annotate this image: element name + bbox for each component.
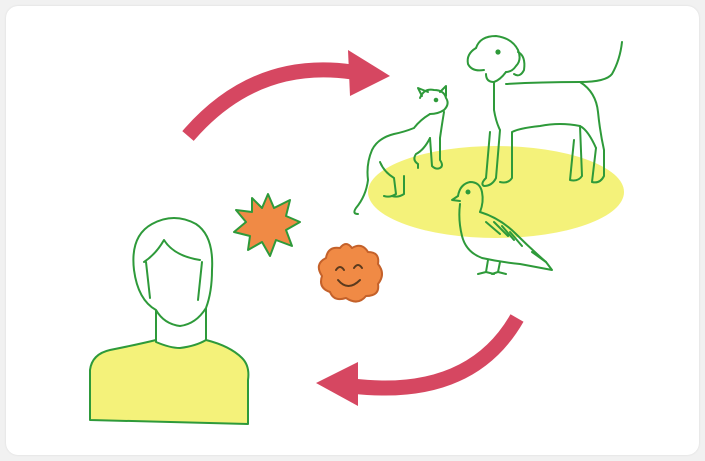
person-icon bbox=[90, 218, 248, 424]
person-torso bbox=[90, 340, 248, 424]
arrow-top-icon bbox=[188, 50, 390, 136]
spiky-germ-icon bbox=[234, 194, 300, 256]
arrow-bottom-icon bbox=[316, 318, 517, 406]
smiling-germ-icon bbox=[319, 244, 382, 302]
